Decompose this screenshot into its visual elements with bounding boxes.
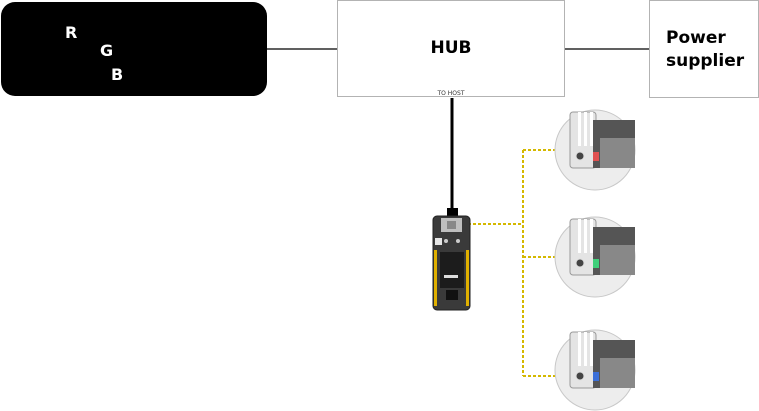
led-indicator: [593, 152, 599, 161]
rgb-letter-b: B: [111, 65, 124, 84]
led-indicator: [593, 259, 599, 268]
module-blue: [554, 329, 636, 411]
power-label: Power supplier: [666, 27, 744, 73]
module-red: [554, 109, 636, 191]
hub-label: HUB: [430, 38, 472, 58]
data-lines: [468, 149, 555, 377]
power-supplier-box: Power supplier: [649, 0, 759, 98]
power-label-line1: Power: [666, 28, 726, 48]
rgb-letter-r: R: [65, 23, 78, 42]
usb-plug: [447, 208, 458, 218]
hub-box: HUB TO HOST: [337, 0, 565, 97]
controller-board: [432, 215, 471, 311]
rgb-letter-g: G: [100, 41, 114, 60]
hub-port-label: TO HOST: [437, 90, 465, 97]
led-indicator: [593, 372, 599, 381]
rgb-light-box: R G B: [1, 2, 267, 96]
module-green: [554, 216, 636, 298]
power-label-line2: supplier: [666, 51, 745, 71]
